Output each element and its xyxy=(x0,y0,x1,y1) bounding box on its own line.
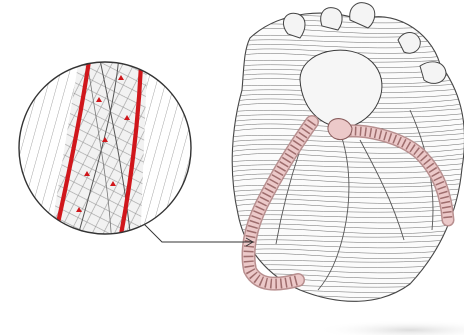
ground-shadow xyxy=(315,320,464,335)
heart xyxy=(228,3,464,309)
magnified-view xyxy=(0,40,271,250)
callout-line xyxy=(142,222,252,242)
